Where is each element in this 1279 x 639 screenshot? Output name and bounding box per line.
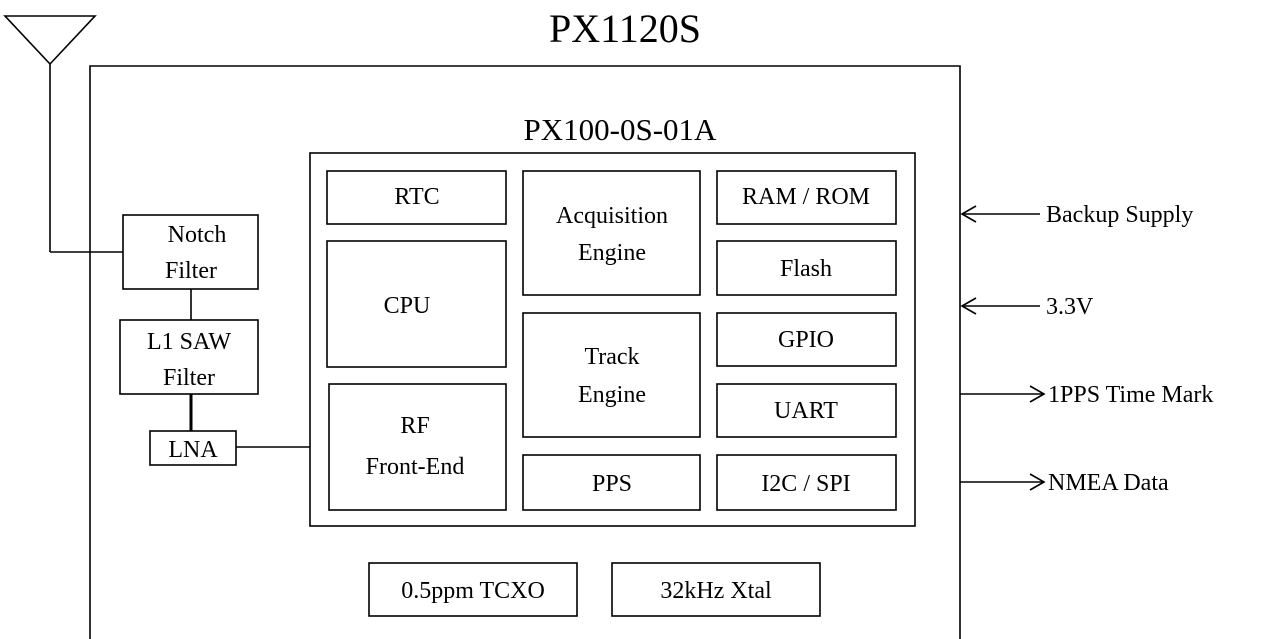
acquisition-engine-block: Acquisition Engine bbox=[522, 170, 701, 296]
rf-label-line2: Front-End bbox=[366, 454, 465, 480]
cpu-label: CPU bbox=[384, 293, 431, 319]
power-signal: 3.3V bbox=[960, 294, 1094, 320]
uart-label: UART bbox=[774, 398, 838, 424]
rf-label-line1: RF bbox=[400, 413, 429, 439]
nmea-label: NMEA Data bbox=[1048, 470, 1169, 496]
gpio-label: GPIO bbox=[778, 327, 834, 353]
arrow-in-icon bbox=[960, 205, 1040, 223]
rtc-block: RTC bbox=[326, 170, 507, 225]
flash-label: Flash bbox=[780, 256, 832, 282]
uart-block: UART bbox=[716, 383, 897, 438]
ram-rom-label: RAM / ROM bbox=[742, 184, 870, 210]
track-label-line1: Track bbox=[584, 344, 639, 370]
rtc-label: RTC bbox=[394, 184, 439, 210]
rf-frontend-block: RF Front-End bbox=[328, 383, 507, 511]
module-title: PX1120S bbox=[549, 6, 701, 51]
nmea-signal: NMEA Data bbox=[960, 470, 1169, 496]
arrow-out-icon bbox=[960, 473, 1046, 491]
lna-label: LNA bbox=[168, 437, 218, 463]
track-engine-block: Track Engine bbox=[522, 312, 701, 438]
acquisition-label-line2: Engine bbox=[578, 240, 646, 266]
arrow-in-icon bbox=[960, 297, 1040, 315]
ram-rom-block: RAM / ROM bbox=[716, 170, 897, 225]
i2c-spi-block: I2C / SPI bbox=[716, 454, 897, 511]
power-label: 3.3V bbox=[1046, 294, 1094, 320]
pps-output-label: 1PPS Time Mark bbox=[1048, 382, 1213, 408]
gpio-block: GPIO bbox=[716, 312, 897, 367]
antenna-icon bbox=[3, 15, 123, 253]
pps-block: PPS bbox=[522, 454, 701, 511]
arrow-out-icon bbox=[960, 385, 1046, 403]
i2c-spi-label: I2C / SPI bbox=[761, 471, 850, 497]
track-label-line2: Engine bbox=[578, 382, 646, 408]
notch-filter-label-line2: Filter bbox=[165, 258, 217, 284]
xtal-label: 32kHz Xtal bbox=[660, 578, 772, 604]
acquisition-label-line1: Acquisition bbox=[556, 203, 668, 229]
pps-output-signal: 1PPS Time Mark bbox=[960, 382, 1213, 408]
chip-title: PX100-0S-01A bbox=[524, 112, 718, 147]
saw-filter-label-line2: Filter bbox=[163, 365, 215, 391]
notch-filter-label-line1: Notch bbox=[168, 222, 227, 248]
module-outline bbox=[89, 65, 961, 639]
tcxo-label: 0.5ppm TCXO bbox=[401, 578, 545, 604]
saw-filter-label-line1: L1 SAW bbox=[147, 329, 231, 355]
backup-supply-label: Backup Supply bbox=[1046, 202, 1193, 228]
notch-filter-block: Notch Filter bbox=[122, 214, 259, 290]
backup-supply-signal: Backup Supply bbox=[960, 202, 1193, 228]
cpu-block: CPU bbox=[326, 240, 507, 368]
lna-block: LNA bbox=[149, 430, 237, 466]
flash-block: Flash bbox=[716, 240, 897, 296]
tcxo-block: 0.5ppm TCXO bbox=[368, 562, 578, 617]
xtal-block: 32kHz Xtal bbox=[611, 562, 821, 617]
pps-label: PPS bbox=[592, 471, 632, 497]
saw-filter-block: L1 SAW Filter bbox=[119, 319, 259, 395]
